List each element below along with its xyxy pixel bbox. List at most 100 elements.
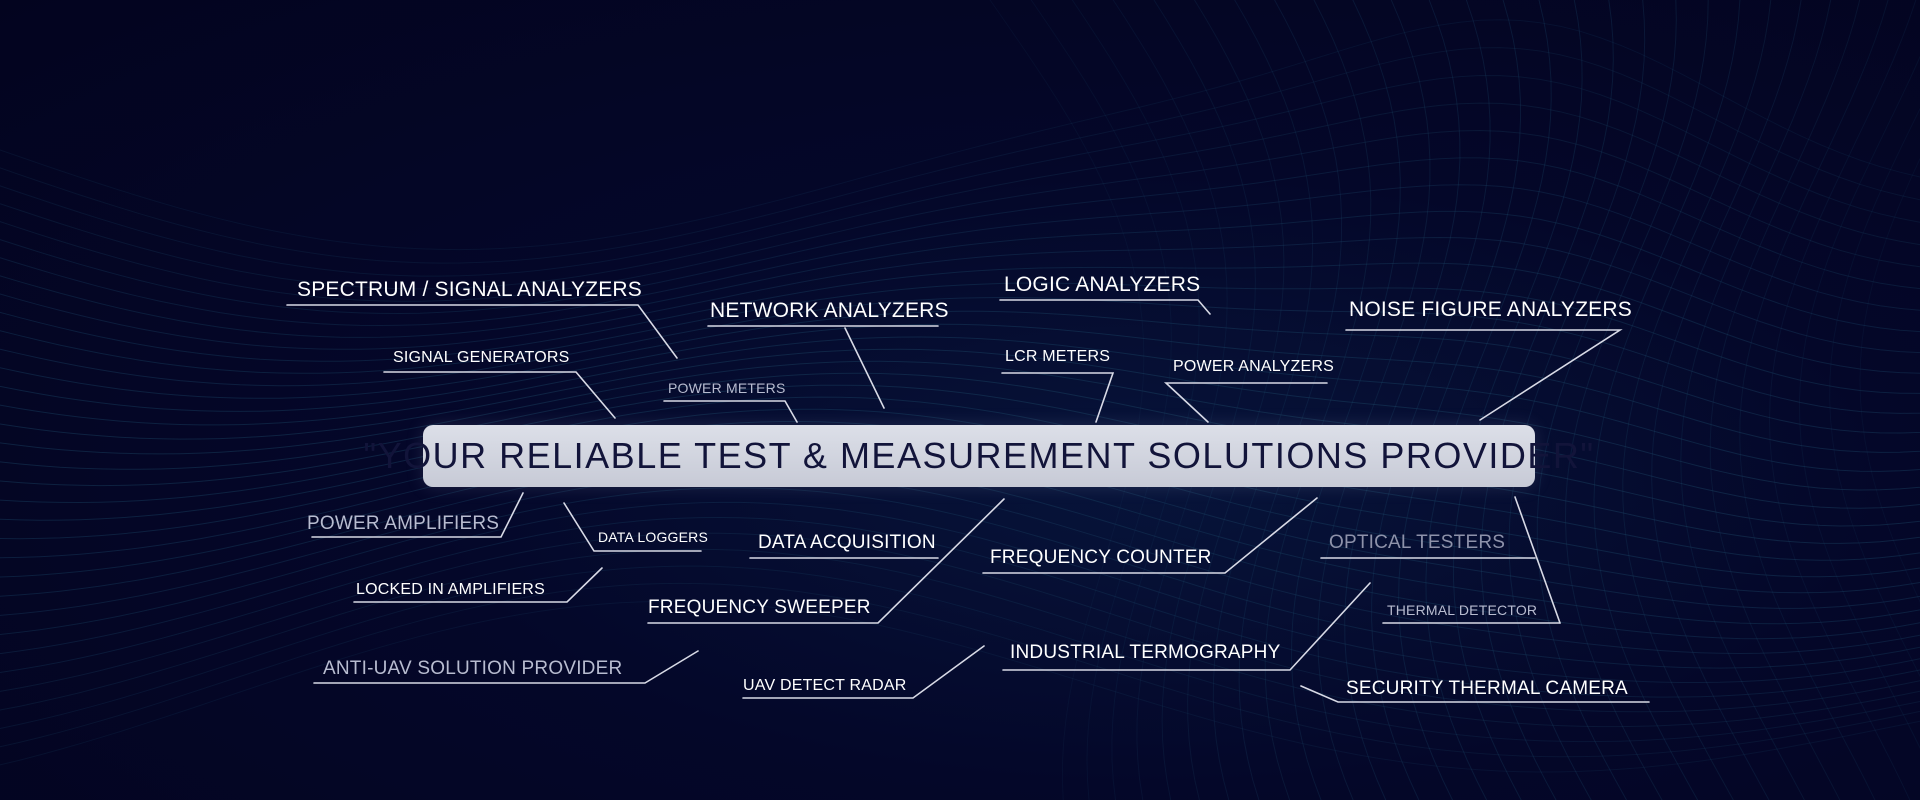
wave-strand [1829, 107, 1920, 678]
wave-strand [0, 323, 1920, 453]
tagline-banner: "YOUR RELIABLE TEST & MEASUREMENT SOLUTI… [363, 425, 1593, 487]
wave-strand [1680, 0, 1832, 800]
wave-strand [0, 501, 1920, 683]
connector-security-thermal-camera [1300, 685, 1650, 703]
label-data-acquisition: DATA ACQUISITION [758, 532, 936, 553]
connector-network-analyzers-down [844, 327, 885, 409]
label-thermal-detector: THERMAL DETECTOR [1387, 602, 1538, 618]
wave-strand [0, 348, 1920, 491]
label-spectrum-signal-analyzers: SPECTRUM / SIGNAL ANALYZERS [297, 278, 642, 301]
wave-strand [1508, 0, 1646, 800]
wave-strand [0, 516, 1920, 698]
wave-strand [0, 582, 1920, 758]
wave-strand [1425, 0, 1552, 800]
wave-strand [1317, 0, 1431, 800]
wave-strand [0, 487, 1920, 669]
wave-strand [0, 310, 1920, 434]
connector-frequency-counter [982, 497, 1318, 574]
wave-strand [1622, 0, 1772, 800]
wave-strand [1238, 0, 1343, 800]
tagline-text: "YOUR RELIABLE TEST & MEASUREMENT SOLUTI… [363, 435, 1595, 476]
label-optical-testers: OPTICAL TESTERS [1329, 532, 1506, 553]
wave-strand [989, 0, 1145, 800]
wave-strand [0, 157, 1920, 315]
wave-strand [1371, 0, 1491, 800]
wave-strand [0, 282, 1920, 394]
wave-strand [1398, 0, 1522, 800]
connector-spectrum-signal-analyzers [286, 304, 678, 359]
wave-strand [1798, 55, 1920, 750]
wave-strand [1593, 0, 1741, 800]
connector-frequency-sweeper [647, 498, 1005, 624]
label-data-loggers: DATA LOGGERS [598, 529, 709, 545]
wave-strand [0, 408, 1920, 578]
label-frequency-sweeper: FREQUENCY SWEEPER [648, 597, 871, 618]
wave-strand [0, 372, 1920, 527]
wave-strand [1264, 0, 1372, 800]
wave-strand [0, 236, 1920, 354]
label-power-amplifiers: POWER AMPLIFIERS [307, 513, 500, 534]
label-power-meters: POWER METERS [668, 380, 786, 396]
wave-strand [1651, 0, 1802, 800]
wave-strand [1071, 0, 1200, 800]
connector-lcr-meters [1001, 372, 1115, 423]
wave-strand [0, 532, 1920, 713]
label-locked-in-amplifiers: LOCKED IN AMPLIFIERS [356, 581, 545, 598]
label-logic-analyzers: LOGIC ANALYZERS [1004, 273, 1201, 296]
wave-strand [0, 296, 1920, 414]
wave-strand [0, 74, 1920, 277]
label-industrial-termography: INDUSTRIAL TERMOGRAPHY [1010, 642, 1281, 663]
wave-strand [1112, 0, 1228, 800]
wave-strand [1452, 0, 1583, 800]
connector-locked-in-amplifiers [353, 567, 603, 603]
label-lcr-meters: LCR METERS [1005, 348, 1111, 365]
wave-strand [0, 473, 1920, 655]
label-network-analyzers: NETWORK ANALYZERS [710, 299, 949, 322]
wave-strand [1739, 0, 1889, 800]
wave-strand [1212, 0, 1314, 800]
wave-strand [0, 565, 1920, 743]
label-signal-generators: SIGNAL GENERATORS [393, 349, 570, 366]
wave-strand [1709, 0, 1861, 800]
label-power-analyzers: POWER ANALYZERS [1173, 358, 1334, 375]
label-security-thermal-camera: SECURITY THERMAL CAMERA [1346, 678, 1628, 699]
connector-uav-detect-radar [742, 645, 985, 699]
wave-strand [1536, 0, 1677, 800]
wave-strand [1153, 0, 1256, 800]
connector-industrial-termography [1002, 582, 1371, 671]
wave-strand [0, 19, 1920, 251]
connector-anti-uav [313, 650, 699, 684]
wave-strand [0, 102, 1920, 290]
connector-signal-generators [383, 371, 616, 419]
label-frequency-counter: FREQUENCY COUNTER [990, 547, 1212, 568]
wave-strand [0, 129, 1920, 302]
wave-strand [1564, 0, 1709, 800]
wave-strand [1344, 0, 1461, 800]
wave-strand [1859, 157, 1920, 603]
label-anti-uav-solution-provider: ANTI-UAV SOLUTION PROVIDER [323, 658, 623, 679]
connector-power-meters [663, 400, 798, 423]
label-noise-figure-analyzers: NOISE FIGURE ANALYZERS [1349, 298, 1632, 321]
connector-optical-testers-side [1514, 496, 1561, 624]
wave-strand [1187, 0, 1285, 800]
connector-data-loggers [563, 502, 702, 552]
label-uav-detect-radar: UAV DETECT RADAR [743, 677, 907, 694]
connector-power-analyzers [1163, 382, 1328, 423]
wave-strand [0, 600, 1920, 773]
wave-strand [0, 47, 1920, 264]
wave-strand [0, 360, 1920, 509]
wave-strand [0, 262, 1920, 374]
connector-logic-analyzers [999, 299, 1211, 315]
connector-power-amplifiers [311, 492, 524, 538]
wave-strand [1290, 0, 1401, 800]
wave-strand [1030, 0, 1172, 800]
wave-strand [1768, 0, 1917, 800]
wave-strand [0, 548, 1920, 728]
wave-strand [0, 396, 1920, 561]
wave-strand [0, 384, 1920, 544]
wave-strand [0, 210, 1920, 338]
connector-noise-figure-analyzers [1345, 329, 1623, 421]
wave-strand [0, 336, 1920, 472]
